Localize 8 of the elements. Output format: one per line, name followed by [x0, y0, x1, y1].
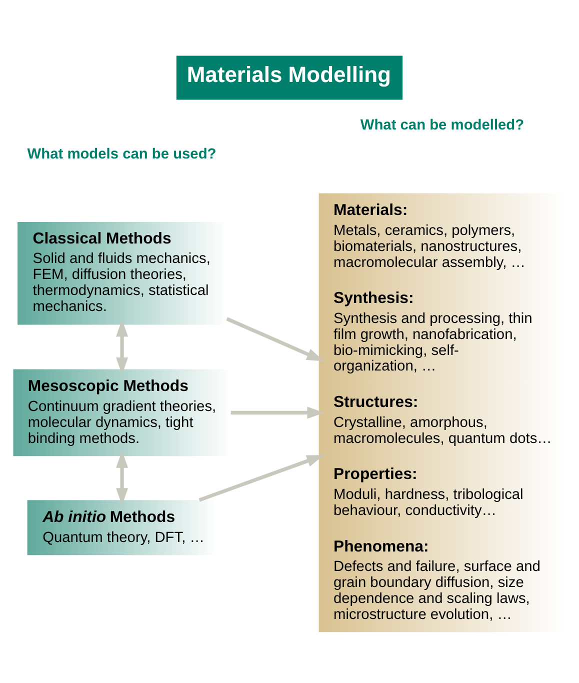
diagram-title: Materials Modelling [186, 62, 391, 87]
arrow [226, 317, 324, 362]
label: What models can be used? [27, 146, 216, 163]
arrow [230, 406, 324, 419]
label: What can be modelled? [360, 117, 524, 134]
arrow [198, 455, 324, 502]
arrow [116, 450, 128, 506]
arrow [116, 319, 128, 375]
